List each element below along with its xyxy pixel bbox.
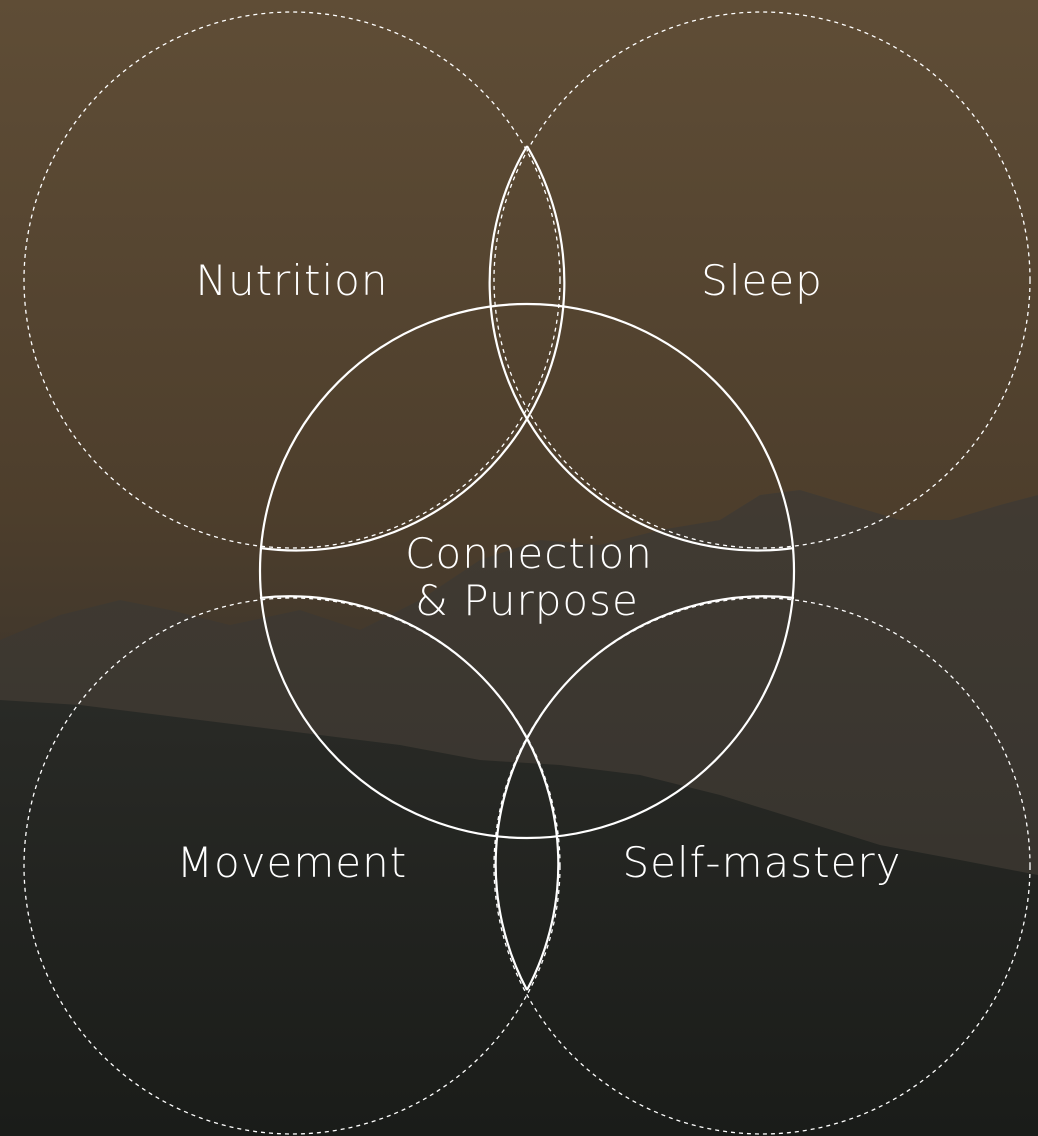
movement-label: Movement bbox=[177, 838, 407, 887]
nutrition-label: Nutrition bbox=[196, 256, 389, 305]
outer-circles bbox=[23, 11, 1031, 1135]
sleep-label: Sleep bbox=[701, 256, 823, 305]
movement-circle bbox=[23, 597, 561, 1135]
self-mastery-circle bbox=[493, 597, 1031, 1135]
center-label-line2: & Purpose bbox=[415, 576, 639, 625]
center-circle bbox=[258, 302, 796, 840]
sleep-circle bbox=[493, 11, 1031, 549]
nutrition-arc bbox=[259, 145, 566, 552]
movement-arc bbox=[259, 595, 560, 991]
self-mastery-arc bbox=[494, 595, 795, 991]
sleep-arc bbox=[488, 145, 795, 552]
self-mastery-label: Self-mastery bbox=[622, 838, 901, 887]
near-mountain-ridge bbox=[0, 700, 1038, 1136]
nutrition-circle bbox=[23, 11, 561, 549]
center-label-line1: Connection bbox=[405, 529, 653, 578]
intersection-arcs bbox=[259, 145, 795, 991]
